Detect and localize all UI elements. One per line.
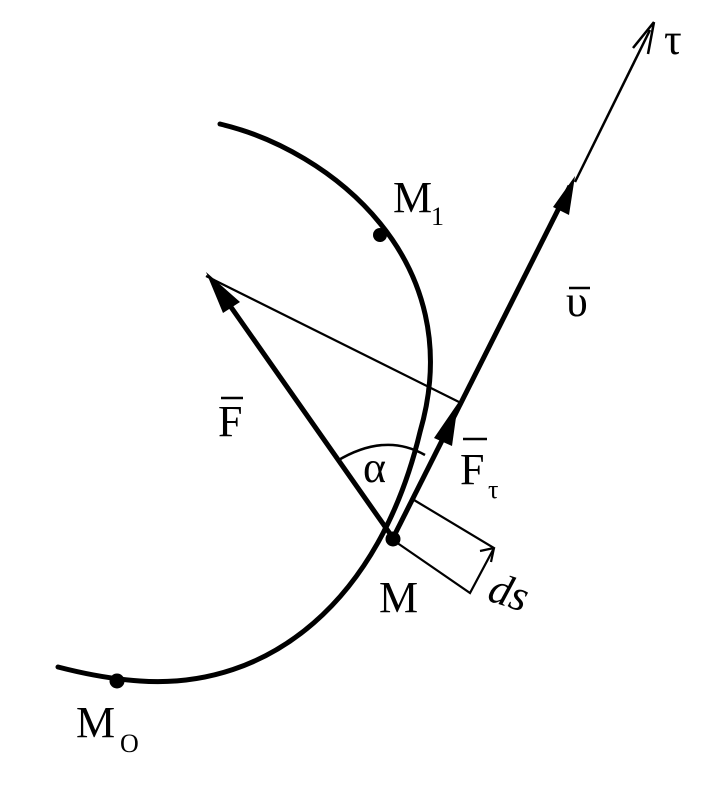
tau-label: τ [664,15,682,64]
point-m1-label: M [393,173,432,222]
point-m1-subscript: 1 [431,202,444,231]
angle-alpha-arc [336,443,426,463]
tangent-axis-line [573,29,652,183]
ds-label: ds [483,563,535,622]
tangential-force-arrowhead [434,403,458,446]
ds-bracket [392,499,496,595]
velocity-vector-arrowhead [553,176,575,215]
force-label: F [218,397,242,446]
point-m1-dot [373,228,387,242]
tangential-force-label: F [460,445,484,494]
point-m0-dot [109,673,125,689]
angle-alpha-label: α [363,443,386,492]
point-m0-subscript: O [120,729,139,758]
point-m0-label: M [76,698,115,747]
velocity-vector-line [390,184,573,540]
velocity-label: υ [566,277,588,326]
ds-arrow-icon [479,546,496,563]
trajectory-curve [55,121,433,685]
tangential-force-subscript: τ [488,475,498,504]
force-vector-line [209,278,396,540]
tangent-axis-arrowhead [632,21,656,55]
force-vector-arrowhead [206,272,240,313]
projection-line [205,275,462,404]
point-m-dot [385,531,401,547]
point-m-label: M [379,573,418,622]
